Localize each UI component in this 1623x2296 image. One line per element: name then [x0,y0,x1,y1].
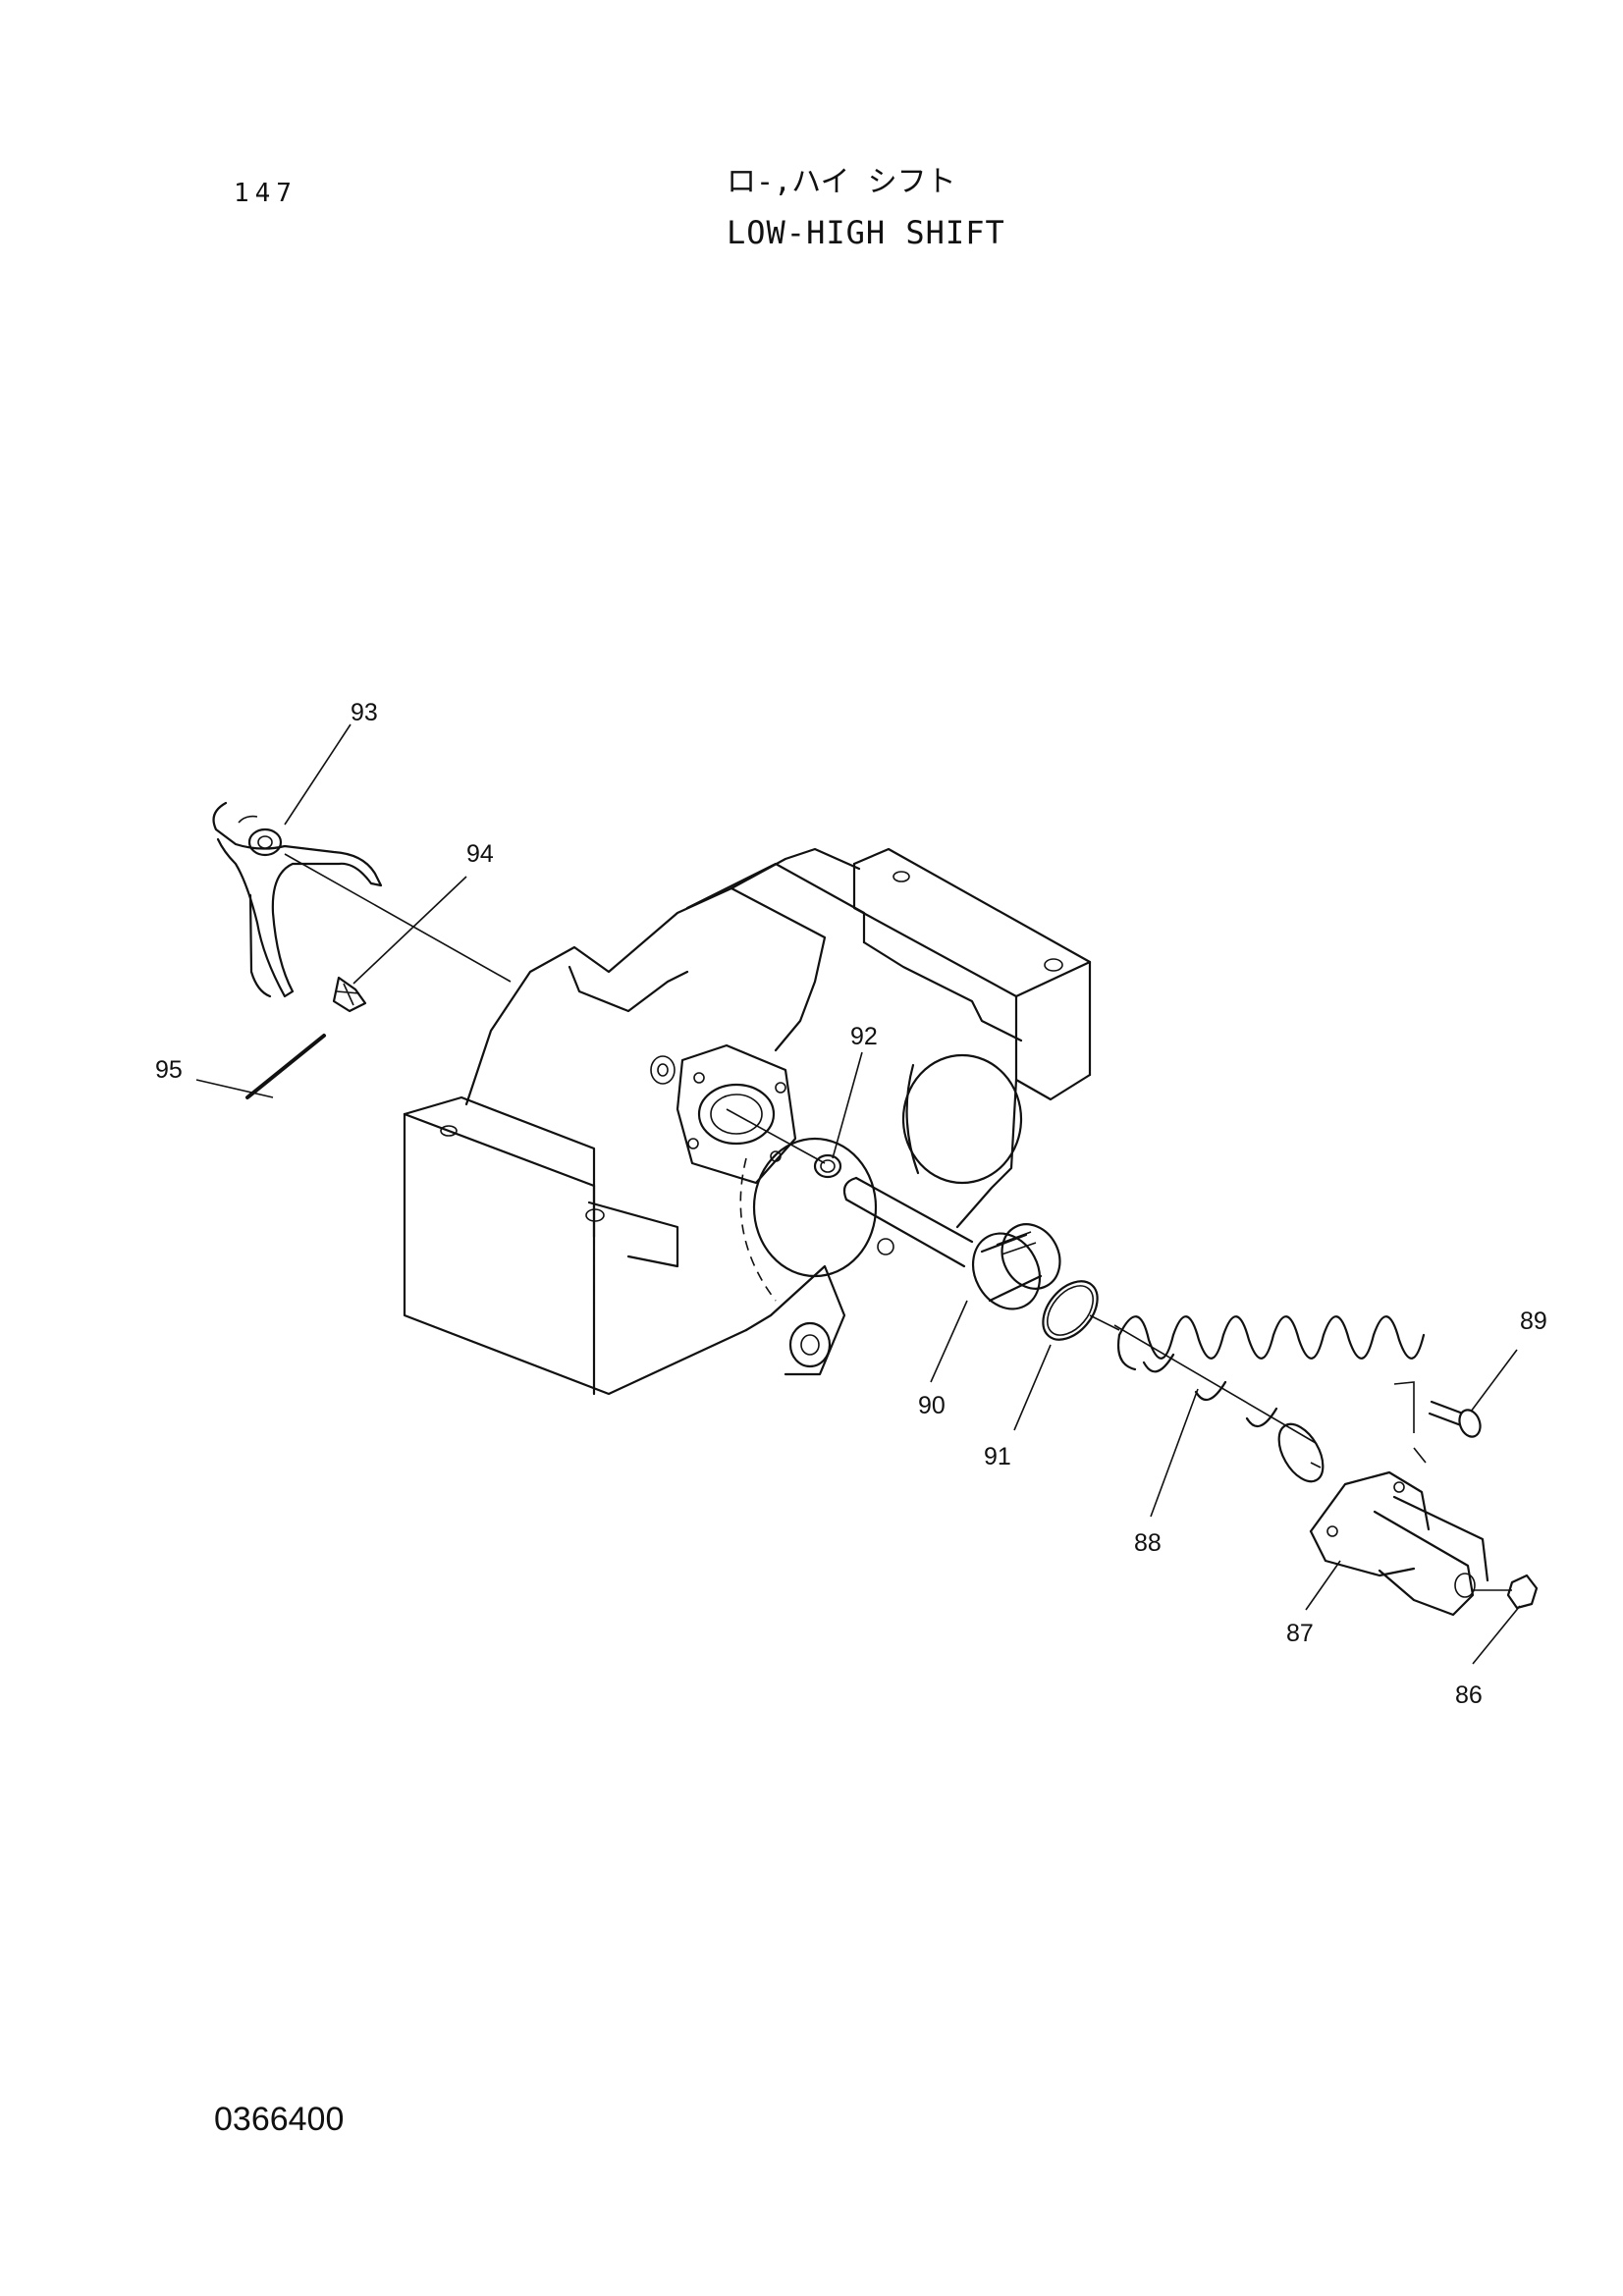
plug-86 [1506,1574,1539,1610]
shift-fork-93 [212,801,383,998]
callout-94: 94 [466,840,494,868]
document-number: 0366400 [214,2101,345,2138]
callout-93: 93 [351,699,378,726]
bolt-89 [1428,1400,1482,1438]
o-ring-91 [1042,1280,1099,1341]
cover-87 [1309,1381,1489,1617]
title-english: LOW-HIGH SHIFT [727,214,1005,251]
spring-pin-95 [245,1034,326,1099]
callout-89: 89 [1520,1308,1547,1335]
page-number: 147 [234,179,298,208]
callout-90: 90 [918,1392,946,1419]
callout-91: 91 [984,1443,1011,1470]
callout-leader-lines [195,723,1521,1665]
set-screw-94 [332,976,367,1013]
assembly-axis-lines [284,853,1512,1591]
callout-86: 86 [1455,1682,1483,1709]
title-japanese: ロ-,ハイ シフト [727,165,956,199]
callout-92: 92 [850,1023,878,1050]
o-ring-92 [813,1153,842,1179]
callout-88: 88 [1134,1529,1162,1557]
callout-87: 87 [1286,1620,1314,1647]
spring-88 [1113,1315,1426,1483]
piston-shaft-90 [842,1176,1061,1310]
callout-95: 95 [155,1056,183,1084]
transmission-housing [403,847,1092,1396]
